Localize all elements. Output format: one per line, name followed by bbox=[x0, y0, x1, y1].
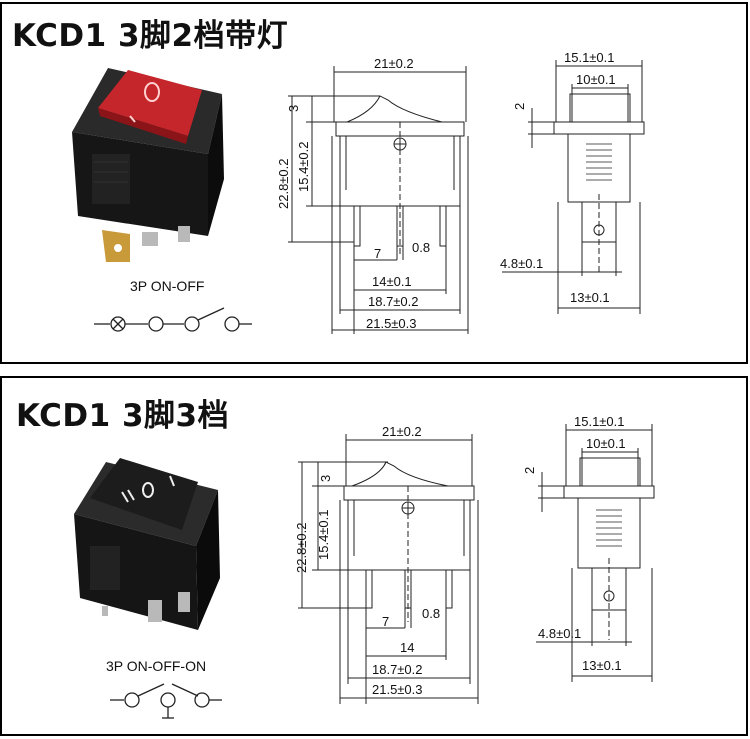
dim-body-width: 13±0.1 bbox=[582, 658, 622, 673]
lamp-rocker-cap bbox=[98, 70, 202, 144]
schematic-label: 3P ON-OFF-ON bbox=[106, 658, 207, 674]
panel-kcd1-3-position: KCD1 3脚3档 3P ON-OFF-ON bbox=[0, 376, 748, 736]
dim-width-top: 21±0.2 bbox=[382, 424, 422, 439]
dim-pin-width: 4.8±0.1 bbox=[500, 256, 543, 271]
switch-photo bbox=[74, 458, 220, 630]
dim-pin-pitch: 7 bbox=[374, 246, 381, 261]
front-view-drawing: 21±0.2 3 22.8±0.2 15.4±0.1 7 0.8 14 18.7… bbox=[294, 424, 479, 704]
schematic-label: 3P ON-OFF bbox=[130, 278, 205, 294]
dim-height-cap: 3 bbox=[318, 475, 333, 482]
dim-base-width: 18.7±0.2 bbox=[368, 294, 419, 309]
switch-photo bbox=[72, 68, 224, 262]
dim-cap-width: 10±0.1 bbox=[586, 436, 626, 451]
switch-pins bbox=[102, 226, 190, 262]
panel-title: KCD1 3脚3档 bbox=[16, 398, 230, 434]
dim-width-top: 21±0.2 bbox=[374, 56, 414, 71]
side-view-drawing: 15.1±0.1 10±0.1 2 4.8±0.1 13±0.1 bbox=[500, 50, 645, 314]
schematic-on-off-on bbox=[110, 683, 222, 719]
rocker-cap bbox=[90, 458, 198, 530]
dim-height-body: 15.4±0.1 bbox=[316, 509, 331, 560]
dim-frame-width: 15.1±0.1 bbox=[564, 50, 615, 65]
dim-pin-span: 14 bbox=[400, 640, 414, 655]
panel-title: KCD1 3脚2档带灯 bbox=[12, 18, 289, 54]
schematic-on-off bbox=[94, 307, 252, 332]
dim-cap-width: 10±0.1 bbox=[576, 72, 616, 87]
dim-overall-width: 21.5±0.3 bbox=[366, 316, 417, 331]
dim-pin-pitch: 7 bbox=[382, 614, 389, 629]
dim-height-cap: 3 bbox=[286, 105, 301, 112]
front-view-drawing: 21±0.2 3 22.8±0.2 15.4±0.2 7 0.8 14±0.1 … bbox=[276, 56, 469, 334]
dim-height-body: 15.4±0.2 bbox=[296, 141, 311, 192]
dim-pin-thickness: 0.8 bbox=[412, 240, 430, 255]
panel-kcd1-2-position-lamp: KCD1 3脚2档带灯 3P ON-OFF bbox=[0, 2, 748, 364]
dim-overall-width: 21.5±0.3 bbox=[372, 682, 423, 697]
side-view-drawing: 15.1±0.1 10±0.1 2 4.8±0.1 13±0.1 bbox=[522, 414, 655, 682]
dim-pin-width: 4.8±0.1 bbox=[538, 626, 581, 641]
dim-pin-span: 14±0.1 bbox=[372, 274, 412, 289]
dim-base-width: 18.7±0.2 bbox=[372, 662, 423, 677]
dim-frame-thickness: 2 bbox=[522, 467, 537, 474]
dim-frame-thickness: 2 bbox=[512, 103, 527, 110]
dim-body-width: 13±0.1 bbox=[570, 290, 610, 305]
dim-height-total: 22.8±0.2 bbox=[294, 522, 309, 573]
dim-frame-width: 15.1±0.1 bbox=[574, 414, 625, 429]
dim-height-total: 22.8±0.2 bbox=[276, 158, 291, 209]
switch-pins bbox=[102, 592, 190, 622]
dim-pin-thickness: 0.8 bbox=[422, 606, 440, 621]
